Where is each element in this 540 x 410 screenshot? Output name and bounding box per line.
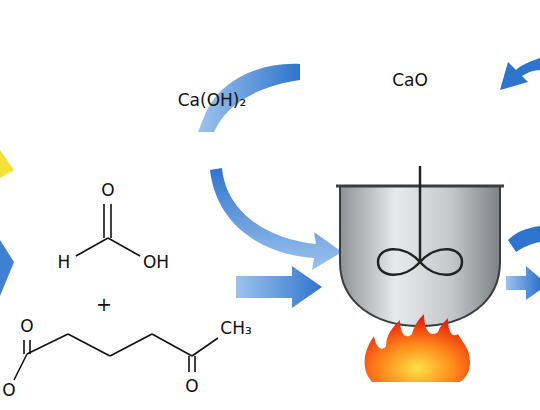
stirrer-blade [378,249,462,275]
atom-label: O [101,182,114,199]
partial-arrow [0,150,14,178]
reagent-label: CaO [392,72,428,89]
atom-label: O [185,378,198,395]
atom-label: H [58,254,71,271]
heating-flame [365,314,470,382]
atom-label: OH [143,254,169,271]
partial-arrow [0,240,14,296]
feed-arrow [500,58,540,90]
feed-arrow [210,168,342,270]
plus-sign: + [96,295,112,314]
atom-label: CH₃ [220,320,251,337]
reagent-label: Ca(OH)₂ [178,92,247,109]
feed-arrow [236,266,322,308]
atom-label: O [2,382,15,399]
output-arrow [508,226,540,252]
atom-label: O [20,318,33,335]
formic-acid-bonds [76,204,140,256]
output-arrow [506,266,540,300]
ester-bonds [14,334,218,380]
stirrer-shaft [419,166,422,262]
